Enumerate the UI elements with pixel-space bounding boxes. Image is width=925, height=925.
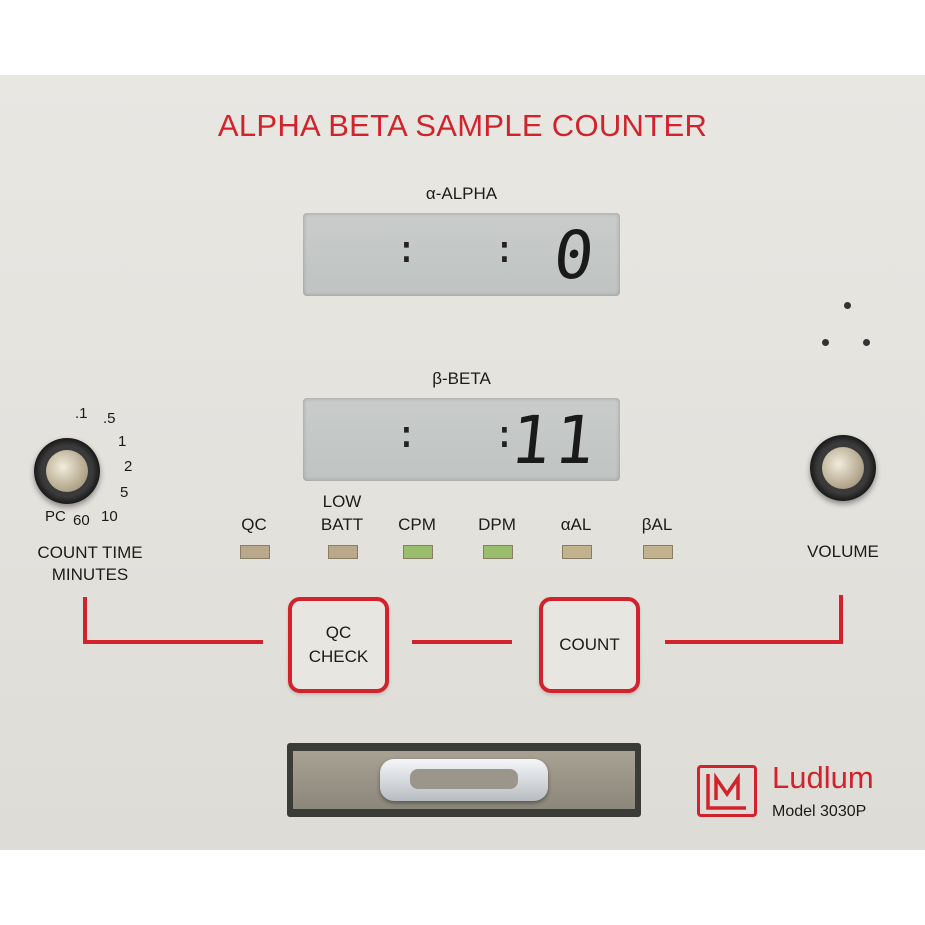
indicator-led: [328, 545, 358, 559]
sample-drawer[interactable]: [287, 743, 641, 817]
indicator-led: [562, 545, 592, 559]
indicator-led: [240, 545, 270, 559]
indicator-label: βAL: [617, 490, 697, 536]
alpha-label: α-ALPHA: [425, 184, 498, 203]
count-time-knob[interactable]: [34, 438, 100, 504]
beta-display: : : 11: [303, 398, 620, 481]
indicator-label-line: [536, 490, 616, 513]
speaker-hole: [844, 302, 851, 309]
speaker-hole: [822, 339, 829, 346]
indicator-label: LOW BATT: [302, 490, 382, 536]
alpha-count-value: 0: [550, 217, 603, 294]
alpha-separator: :: [395, 227, 418, 271]
alpha-separator: :: [493, 227, 516, 271]
panel-line: [665, 640, 843, 644]
indicator-label: DPM: [457, 490, 537, 536]
tick-label: .5: [103, 410, 116, 427]
indicator-led: [403, 545, 433, 559]
handle-opening: [410, 769, 518, 789]
indicator-label: αAL: [536, 490, 616, 536]
tick-label: 5: [120, 484, 129, 501]
beta-count-value: 11: [506, 402, 603, 479]
logo-lm-mark: [706, 772, 746, 810]
count-time-label-line: MINUTES: [51, 565, 129, 584]
knob-cap: [46, 450, 88, 492]
volume-label: VOLUME: [807, 542, 879, 561]
count-time-label-line: COUNT TIME: [37, 543, 143, 562]
indicator-label-line: DPM: [478, 515, 516, 534]
tick-label: 1: [118, 433, 127, 450]
ludlum-logo: [697, 765, 757, 817]
count-button[interactable]: COUNT: [539, 597, 640, 693]
indicator-label-line: [214, 490, 294, 513]
model-number: Model 3030P: [772, 803, 867, 820]
knob-cap: [822, 447, 864, 489]
indicator-label-line: CPM: [398, 515, 436, 534]
indicator-label-line: [617, 490, 697, 513]
indicator-label: QC: [214, 490, 294, 536]
tick-label: PC: [45, 508, 66, 525]
count-label: COUNT: [559, 635, 620, 654]
volume-knob[interactable]: [810, 435, 876, 501]
indicator-label-line: [377, 490, 457, 513]
beta-separator: :: [493, 412, 516, 456]
qc-check-label: CHECK: [308, 647, 369, 666]
tick-label: .1: [75, 405, 88, 422]
tick-label: 60: [73, 512, 90, 529]
panel-line: [83, 597, 87, 644]
qc-check-button[interactable]: QC CHECK: [288, 597, 389, 693]
beta-label: β-BETA: [432, 369, 491, 388]
beta-separator: :: [395, 412, 418, 456]
panel-line: [839, 595, 843, 644]
qc-check-label: QC: [325, 623, 352, 642]
indicator-led: [643, 545, 673, 559]
indicator-label-line: βAL: [641, 515, 673, 534]
tick-label: 10: [101, 508, 118, 525]
indicator-label-line: QC: [241, 515, 267, 534]
panel-line: [412, 640, 512, 644]
speaker-hole: [863, 339, 870, 346]
count-time-label: COUNT TIME MINUTES: [10, 542, 170, 586]
indicator-label-line: αAL: [560, 515, 592, 534]
indicator-led: [483, 545, 513, 559]
alpha-display: : : 0: [303, 213, 620, 296]
indicator-label-line: BATT: [320, 515, 364, 534]
panel-line: [83, 640, 263, 644]
indicator-label-line: LOW: [322, 492, 362, 511]
tick-label: 2: [124, 458, 133, 475]
indicator-label: CPM: [377, 490, 457, 536]
indicator-label-line: [457, 490, 537, 513]
brand-name: Ludlum: [772, 760, 874, 795]
drawer-handle[interactable]: [380, 759, 548, 801]
panel-title: ALPHA BETA SAMPLE COUNTER: [217, 108, 708, 143]
